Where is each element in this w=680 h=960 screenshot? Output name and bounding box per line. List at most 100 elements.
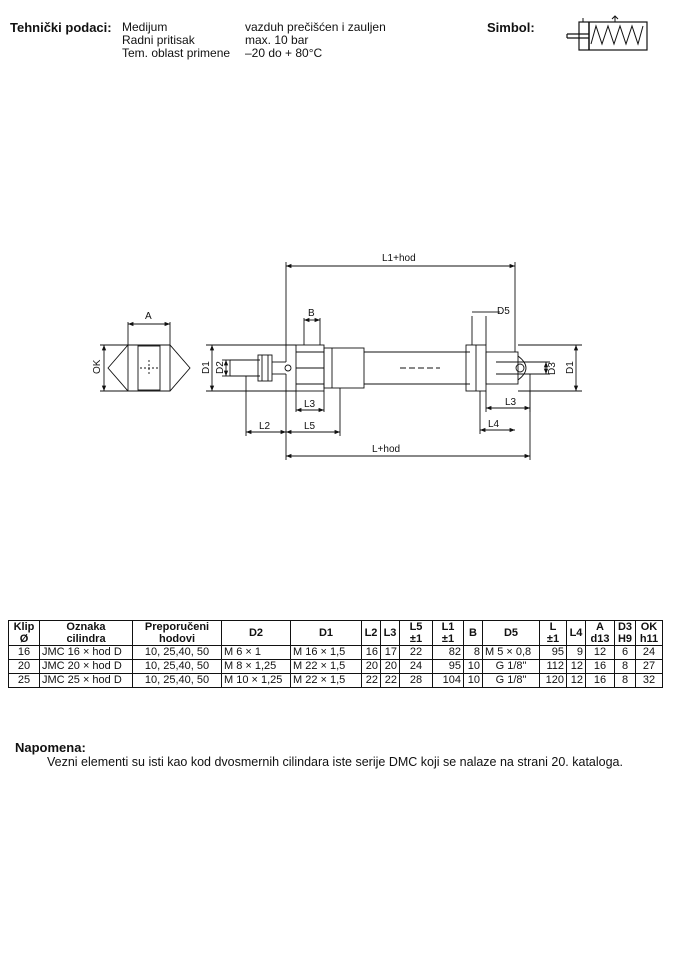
cell-l2: 16 bbox=[361, 645, 381, 660]
symbol-label: Simbol: bbox=[487, 20, 535, 35]
cell-l4: 12 bbox=[566, 673, 586, 688]
cell-d2: M 6 × 1 bbox=[221, 645, 291, 660]
cell-l5: 22 bbox=[399, 645, 433, 660]
col-header-d5: D5 bbox=[482, 620, 540, 646]
cell-klip: 25 bbox=[8, 673, 40, 688]
cell-l4: 12 bbox=[566, 659, 586, 674]
col-header-b: B bbox=[463, 620, 483, 646]
dim-d1-left: D1 bbox=[201, 361, 212, 374]
col-header-l3: L3 bbox=[380, 620, 400, 646]
cell-a: 16 bbox=[585, 673, 615, 688]
table-row: 25 JMC 25 × hod D 10, 25,40, 50 M 10 × 1… bbox=[8, 673, 663, 688]
table-row: 16 JMC 16 × hod D 10, 25,40, 50 M 6 × 1 … bbox=[8, 645, 663, 660]
cell-l3: 17 bbox=[380, 645, 400, 660]
col-header-l5: L5±1 bbox=[399, 620, 433, 646]
cell-ok: 27 bbox=[635, 659, 663, 674]
cell-l: 95 bbox=[539, 645, 567, 660]
spec-value: max. 10 bar bbox=[245, 33, 309, 47]
spec-label: Radni pritisak bbox=[122, 33, 195, 47]
cell-hodovi: 10, 25,40, 50 bbox=[132, 645, 222, 660]
cell-d2: M 10 × 1,25 bbox=[221, 673, 291, 688]
cell-d1: M 22 × 1,5 bbox=[290, 659, 362, 674]
dim-l5: L5 bbox=[304, 421, 316, 432]
dim-b: B bbox=[308, 308, 315, 319]
spec-row-pressure: Radni pritisak max. 10 bar bbox=[122, 34, 386, 47]
cell-oznaka: JMC 25 × hod D bbox=[39, 673, 133, 688]
col-header-l2: L2 bbox=[361, 620, 381, 646]
specs-list: Medijum vazduh prečišćen i zauljen Radni… bbox=[122, 21, 386, 60]
col-header-d1: D1 bbox=[290, 620, 362, 646]
cell-l1: 95 bbox=[432, 659, 464, 674]
cell-l2: 20 bbox=[361, 659, 381, 674]
table-row: 20 JMC 20 × hod D 10, 25,40, 50 M 8 × 1,… bbox=[8, 659, 663, 674]
cylinder-symbol-icon bbox=[566, 15, 648, 51]
cell-ok: 32 bbox=[635, 673, 663, 688]
col-header-l4: L4 bbox=[566, 620, 586, 646]
cell-b: 8 bbox=[463, 645, 483, 660]
cell-l2: 22 bbox=[361, 673, 381, 688]
cell-d3: 6 bbox=[614, 645, 636, 660]
spec-row-medium: Medijum vazduh prečišćen i zauljen bbox=[122, 21, 386, 34]
dim-l3-right: L3 bbox=[505, 397, 517, 408]
cell-a: 12 bbox=[585, 645, 615, 660]
dim-d1-right: D1 bbox=[565, 361, 576, 374]
cell-l5: 28 bbox=[399, 673, 433, 688]
cell-ok: 24 bbox=[635, 645, 663, 660]
cell-d1: M 22 × 1,5 bbox=[290, 673, 362, 688]
cell-oznaka: JMC 16 × hod D bbox=[39, 645, 133, 660]
spec-value: vazduh prečišćen i zauljen bbox=[245, 20, 386, 34]
cell-d5: M 5 × 0,8 bbox=[482, 645, 540, 660]
note-title: Napomena: bbox=[15, 740, 86, 755]
spec-value: –20 do + 80°C bbox=[245, 46, 323, 60]
spec-label: Medijum bbox=[122, 20, 168, 34]
cell-oznaka: JMC 20 × hod D bbox=[39, 659, 133, 674]
cylinder-drawing: L1+hod L+hod A OK B D1 D2 L3 L2 L5 D5 D3… bbox=[92, 253, 582, 460]
note-text: Vezni elementi su isti kao kod dvosmerni… bbox=[47, 755, 623, 769]
cell-l3: 20 bbox=[380, 659, 400, 674]
cell-l: 112 bbox=[539, 659, 567, 674]
dim-a: A bbox=[145, 311, 152, 322]
cell-a: 16 bbox=[585, 659, 615, 674]
col-header-l: L±1 bbox=[539, 620, 567, 646]
col-header-d2: D2 bbox=[221, 620, 291, 646]
cell-d2: M 8 × 1,25 bbox=[221, 659, 291, 674]
cell-l4: 9 bbox=[566, 645, 586, 660]
specs-title: Tehnički podaci: bbox=[10, 20, 112, 35]
cell-l: 120 bbox=[539, 673, 567, 688]
dim-d5: D5 bbox=[497, 306, 510, 317]
dim-l3-left: L3 bbox=[304, 399, 316, 410]
cell-l3: 22 bbox=[380, 673, 400, 688]
cell-d1: M 16 × 1,5 bbox=[290, 645, 362, 660]
dim-d3: D3 bbox=[547, 362, 558, 375]
dim-d2: D2 bbox=[215, 361, 226, 374]
cell-d5: G 1/8" bbox=[482, 659, 540, 674]
cell-b: 10 bbox=[463, 673, 483, 688]
dim-l-hod: L+hod bbox=[372, 444, 400, 455]
cell-l1: 82 bbox=[432, 645, 464, 660]
cell-d5: G 1/8" bbox=[482, 673, 540, 688]
col-header-l1: L1±1 bbox=[432, 620, 464, 646]
dim-ok: OK bbox=[92, 359, 103, 374]
cell-d3: 8 bbox=[614, 673, 636, 688]
cell-hodovi: 10, 25,40, 50 bbox=[132, 659, 222, 674]
cell-klip: 20 bbox=[8, 659, 40, 674]
cell-hodovi: 10, 25,40, 50 bbox=[132, 673, 222, 688]
dim-l4: L4 bbox=[488, 419, 500, 430]
cell-l1: 104 bbox=[432, 673, 464, 688]
cell-l5: 24 bbox=[399, 659, 433, 674]
cell-d3: 8 bbox=[614, 659, 636, 674]
dim-l2: L2 bbox=[259, 421, 271, 432]
spec-row-temperature: Tem. oblast primene –20 do + 80°C bbox=[122, 47, 386, 60]
spec-label: Tem. oblast primene bbox=[122, 46, 231, 60]
cell-b: 10 bbox=[463, 659, 483, 674]
dim-l1-hod: L1+hod bbox=[382, 253, 416, 264]
cell-klip: 16 bbox=[8, 645, 40, 660]
